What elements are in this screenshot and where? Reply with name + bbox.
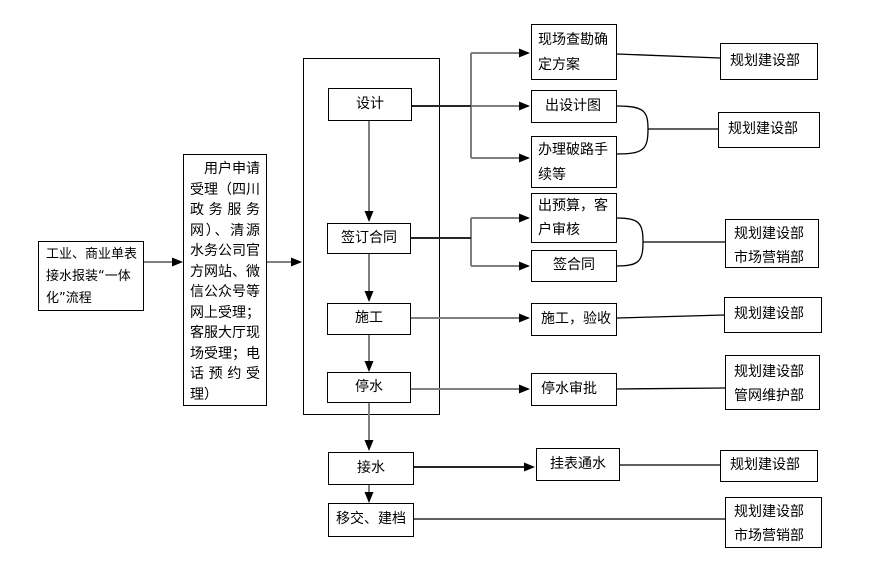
node-dept-drawing: 规划建设部 <box>718 112 820 148</box>
arrowhead-branch-roadpermit <box>519 153 530 163</box>
arrowhead-branch-signcontract <box>519 261 530 271</box>
arrowhead-construction-accept <box>519 313 530 323</box>
merge-roadpermit-bottom <box>616 128 649 155</box>
node-line: 场受理；电 <box>190 345 260 362</box>
arrowhead-design-contract <box>364 211 374 222</box>
node-line: 网上受理； <box>190 304 260 321</box>
node-line: 政务服务 <box>190 202 260 218</box>
node-dept-stop: 规划建设部 管网维护部 <box>725 355 820 410</box>
line-stopapproval-dept <box>616 387 726 390</box>
arrowhead-stop-connect <box>364 440 374 451</box>
node-sign-contract: 签合同 <box>531 250 617 282</box>
node-sign-contract-step: 签订合同 <box>327 223 411 254</box>
node-line: 信公众号等 <box>190 284 260 300</box>
arrowhead-connect-meter <box>524 462 535 472</box>
node-line: 续等 <box>538 167 566 183</box>
arrowhead-start-apply <box>172 257 183 267</box>
arrowhead-connect-handover <box>364 492 374 503</box>
node-water-stop: 停水 <box>327 372 411 403</box>
node-line: 规划建设部 <box>734 364 804 380</box>
node-line: 话预约受 <box>190 366 260 382</box>
node-dept-handover: 规划建设部 市场营销部 <box>725 497 822 548</box>
arrowhead-contract-construction <box>364 291 374 302</box>
arrowhead-branch-drawing <box>519 101 530 111</box>
node-handover-archive: 移交、建档 <box>328 503 414 537</box>
node-line: 用户申请 <box>204 161 260 177</box>
node-line: 网）、清源 <box>190 222 260 239</box>
node-meter-water: 挂表通水 <box>536 448 620 481</box>
arrowhead-construction-stop <box>364 361 374 372</box>
arrowhead-stop-approval <box>519 384 530 394</box>
node-construction: 施工 <box>327 303 411 335</box>
node-line: 化”流程 <box>46 291 92 306</box>
node-site-survey: 现场查勘确 定方案 <box>531 24 617 80</box>
node-dept-meter: 规划建设部 <box>720 450 818 482</box>
merge-signcontract-bottom <box>616 241 644 267</box>
node-line: 规划建设部 <box>734 504 804 520</box>
node-user-application: 用户申请 受理（四川 政务服务 网）、清源 水务公司官 方网站、微 信公众号等 … <box>183 154 267 406</box>
arrowhead-apply-frame <box>291 257 302 267</box>
merge-budget-top <box>616 217 644 243</box>
main-steps-frame <box>303 58 440 415</box>
node-design-drawing: 出设计图 <box>531 90 617 123</box>
line-survey-dept <box>616 53 721 59</box>
merge-drawing-top <box>616 105 649 130</box>
node-construct-accept: 施工，验收 <box>531 303 617 336</box>
node-line: 受理（四川 <box>190 181 260 198</box>
arrowhead-branch-budget <box>519 213 530 223</box>
node-line: 定方案 <box>538 57 580 73</box>
node-line: 工业、商业单表 <box>46 247 138 262</box>
node-dept-construct: 规划建设部 <box>724 297 822 333</box>
node-road-permit: 办理破路手 续等 <box>531 136 617 188</box>
node-line: 办理破路手 <box>538 142 608 158</box>
node-dept-survey: 规划建设部 <box>720 43 818 80</box>
arrowhead-branch-survey <box>519 48 530 58</box>
node-line: 规划建设部 <box>734 226 804 242</box>
node-line: 接水报装“一体 <box>46 269 131 284</box>
node-line: 户审核 <box>538 222 580 238</box>
node-line: 市场营销部 <box>734 528 804 544</box>
node-line: 管网维护部 <box>734 388 804 404</box>
node-line: 理） <box>190 386 218 403</box>
line-accept-dept <box>616 314 725 319</box>
node-line: 客服大厅现 <box>190 325 260 341</box>
node-line: 方网站、微 <box>190 263 260 280</box>
node-process-title: 工业、商业单表 接水报装“一体 化”流程 <box>38 241 144 311</box>
node-line: 水务公司官 <box>190 243 260 259</box>
node-budget-review: 出预算，客 户审核 <box>531 193 617 243</box>
node-line: 市场营销部 <box>734 250 804 266</box>
node-line: 出预算，客 <box>538 198 608 214</box>
node-line: 现场查勘确 <box>538 32 608 48</box>
node-water-connect: 接水 <box>328 452 414 485</box>
node-dept-contract: 规划建设部 市场营销部 <box>725 219 819 268</box>
node-stop-approval: 停水审批 <box>531 373 617 406</box>
node-design: 设计 <box>328 88 412 121</box>
